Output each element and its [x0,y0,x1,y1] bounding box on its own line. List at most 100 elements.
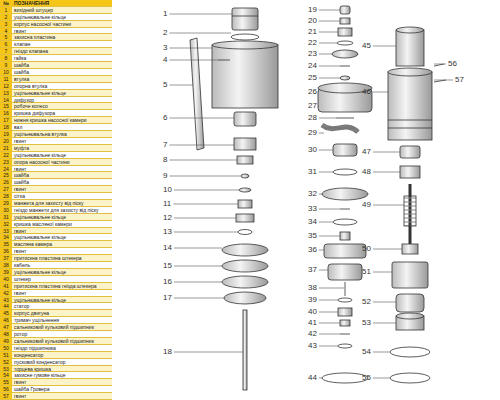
row-number: 55 [0,379,12,386]
callout-number: 24 [308,61,317,71]
callout-number: 22 [308,38,317,48]
row-number: 31 [0,214,12,221]
row-number: 56 [0,386,12,393]
part-name: шайба [12,62,112,69]
row-number: 24 [0,166,12,173]
leader-line [174,282,222,283]
callout-number: 33 [308,204,317,214]
leader-line [319,21,340,22]
callout-number: 35 [308,231,317,241]
callout-number: 57 [455,75,464,85]
part-name: статор [12,303,112,310]
row-number: 42 [0,290,12,297]
row-number: 33 [0,228,12,235]
leader-line [319,300,338,301]
leader-line [169,176,241,177]
part-name: гвинт [12,290,112,297]
part-name: гніздо клапана [12,48,112,55]
callout-number: 20 [308,16,317,26]
leader-line [319,194,322,195]
row-number: 51 [0,352,12,359]
callout-number: 28 [308,113,317,123]
part-name: опорна втулка [12,83,112,90]
callout-number: 32 [308,189,317,199]
part-name: ущільнювальне кільце [12,14,112,21]
row-number: 22 [0,152,12,159]
row-number: 34 [0,234,12,241]
row-number: 54 [0,372,12,379]
part-name: захисне гумове кільце [12,372,112,379]
part-name: гвинт [12,166,112,173]
part-name: ущільнювальне кільце [12,90,112,97]
part-name: пусковий конденсатор [12,359,112,366]
callout-number: 16 [163,277,172,287]
part-name: гвинт [12,138,112,145]
callout-number: 50 [362,244,371,254]
callout-number: 53 [362,318,371,328]
row-number: 29 [0,200,12,207]
part-name: кришка масляної камери [12,221,112,228]
part-name: муфта [12,145,112,152]
callout-number: 39 [308,295,317,305]
row-number: 13 [0,90,12,97]
callout-number: 36 [308,245,317,255]
leader-line [319,312,338,313]
callout-number: 15 [163,261,172,271]
part-name: гвинт [12,186,112,193]
part-name: гвинт [12,228,112,235]
row-number: 27 [0,186,12,193]
leader-line [173,204,238,205]
row-number: 5 [0,34,12,41]
part-name: сітка [12,193,112,200]
leader-line [174,352,243,353]
row-number: 21 [0,145,12,152]
callout-number: 9 [163,171,167,181]
leader-line [373,152,400,153]
callout-number: 51 [362,267,371,277]
callout-number: 10 [163,185,172,195]
callout-number: 43 [308,341,317,351]
leader-line [373,46,396,47]
row-number: 52 [0,359,12,366]
part-name: шайба [12,172,112,179]
callout-number: 29 [308,128,317,138]
leader-line [174,248,222,249]
row-number: 4 [0,28,12,35]
leader-line [319,334,340,335]
row-number: 15 [0,103,12,110]
part-name: ущільнювальна втулка [12,131,112,138]
leader-line [373,378,390,379]
part-name: штекер [12,276,112,283]
part-name: гвинт [12,393,112,400]
part-name: ущільнювальне кільце [12,152,112,159]
part-name: кришка дифузора [12,110,112,117]
part-name: торцева кришка [12,366,112,373]
part-name: ущільнювальне кільце [12,214,112,221]
row-number: 40 [0,276,12,283]
leader-line [319,172,333,173]
row-number: 45 [0,310,12,317]
callout-number: 44 [308,373,317,383]
leader-line [319,346,338,347]
part-name: манжета для захисту від піску [12,200,112,207]
callout-number: 21 [308,27,317,37]
leader-line [174,218,236,219]
part-name: ротор [12,331,112,338]
row-number: 23 [0,159,12,166]
part-name: гніздо підшипника [12,345,112,352]
leader-line [373,272,392,273]
part-name: клапан [12,41,112,48]
leader-line [373,352,390,353]
callout-number: 18 [163,347,172,357]
leader-line [169,85,193,86]
part-name: дифузор [12,97,112,104]
part-name: гайка [12,55,112,62]
leader-line [169,118,234,119]
part-name: притискна пластина штекера [12,255,112,262]
row-number: 17 [0,117,12,124]
leader-line [319,133,324,134]
part-name: ущільнювальне кільце [12,297,112,304]
part-name: шайба [12,69,112,76]
callout-number: 37 [308,265,317,275]
